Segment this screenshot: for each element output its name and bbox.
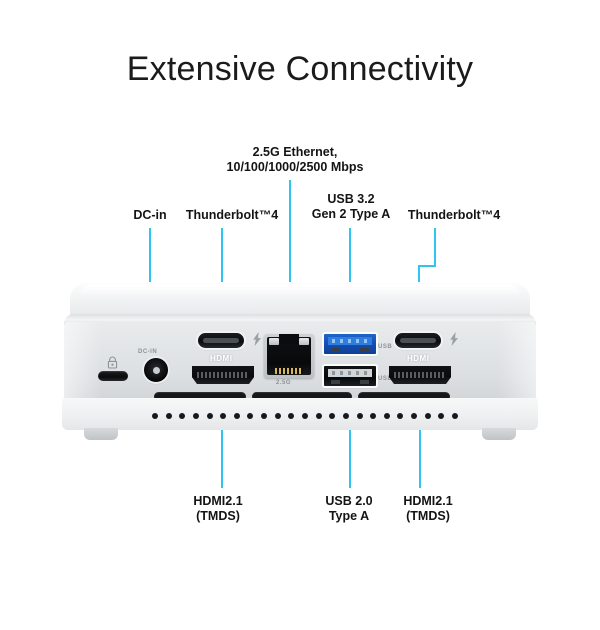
usb-a-notch-right [360,380,369,384]
vent-dot [438,413,445,419]
kensington-lock-icon [107,356,118,369]
callout-line: 10/100/1000/2500 Mbps [226,160,364,174]
vent-dot [274,413,281,419]
vent-dot [152,413,158,419]
vent-dot [342,413,349,419]
rj45-gold-pins [275,368,303,374]
callout-label-usb32-gen2-a: USB 3.2 Gen 2 Type A [308,192,394,222]
leader-line-hdmi-left [221,384,223,488]
callout-label-thunderbolt-right: Thunderbolt™4 [400,208,508,223]
leader-line-thunderbolt-right-upper [434,228,436,267]
device-base [62,398,538,430]
vent-dot [220,413,227,419]
hdmi-2-1-left-port [192,366,254,384]
leader-line-ethernet [289,180,291,340]
callout-line: Gen 2 Type A [311,207,391,221]
device-foot-right [482,428,516,440]
page-title: Extensive Connectivity [126,50,474,88]
device-top-lid [70,282,530,318]
callout-label-usb20-a: USB 2.0 Type A [310,494,388,524]
usb-a-notch-left [331,348,340,352]
usb-a-tongue [328,337,372,345]
usb-2-0-type-a-port [324,366,376,386]
usb-a-notch-right [360,348,369,352]
usb-a-tongue [328,369,372,377]
usb-a-notch-left [331,380,340,384]
callout-line: 2.5G Ethernet, [252,145,338,159]
hdmi-2-1-right-port [389,366,451,384]
vent-dot [192,413,199,419]
device-foot-left [84,428,118,440]
callout-label-thunderbolt-left: Thunderbolt™4 [178,208,286,223]
vent-dot [247,413,254,419]
rj45-latch-tab [279,334,299,344]
vent-dot [370,413,377,419]
vent-dot [233,413,240,419]
vent-dot [356,413,363,419]
silkscreen-dc-in: DC-IN [138,349,158,355]
callout-line: Thunderbolt™4 [407,208,501,222]
silkscreen-hdmi-right: HDMI [407,354,430,363]
vent-dot [261,413,268,419]
callout-line: (TMDS) [406,509,450,523]
vent-dot [206,413,213,419]
callout-line: USB 3.2 [327,192,375,206]
rj45-led-left [269,338,279,345]
callout-line: HDMI2.1 [193,494,243,508]
callout-label-ethernet: 2.5G Ethernet, 10/100/1000/2500 Mbps [205,145,385,175]
vent-slot [154,392,246,401]
callout-line: HDMI2.1 [403,494,453,508]
dc-in-jack-port [144,358,168,382]
vent-dot [302,413,308,419]
vent-dot [315,413,322,419]
vent-slot [252,392,352,401]
ethernet-2-5g-port [264,334,314,378]
vent-dot [329,413,336,419]
kensington-lock-slot [98,371,128,381]
mini-pc-device: DC-IN HDMI 2.5G USB [62,282,538,446]
thunderbolt-bolt-icon [449,332,459,346]
vent-dot [179,413,186,419]
silkscreen-usb-top: USB [378,344,393,350]
thunderbolt-bolt-icon [252,332,262,346]
usb-3-2-gen2-type-a-port [324,334,376,354]
rj45-led-right [299,338,309,345]
thunderbolt-4-left-port [198,333,244,348]
callout-label-hdmi-right: HDMI2.1 (TMDS) [388,494,468,524]
vent-dot [288,413,295,419]
silkscreen-ethernet: 2.5G [276,380,292,386]
vent-dot [165,413,172,419]
silkscreen-hdmi-left: HDMI [210,354,233,363]
vent-dot [411,413,418,419]
vent-slot [358,392,450,401]
vent-dot [452,413,458,419]
silkscreen-usb-bottom: USB [378,376,393,382]
callout-label-hdmi-left: HDMI2.1 (TMDS) [178,494,258,524]
callout-line: (TMDS) [196,509,240,523]
thunderbolt-4-right-port [395,333,441,348]
leader-line-thunderbolt-right-jog [418,265,436,267]
leader-line-usb20-a [349,384,351,488]
vent-dot [383,413,390,419]
vent-dot [397,413,404,419]
callout-line: Thunderbolt™4 [185,208,279,222]
vent-dot [424,413,431,419]
callout-line: Type A [328,509,370,523]
callout-line: USB 2.0 [325,494,373,508]
callout-label-dc-in: DC-in [110,208,190,223]
leader-line-hdmi-right [419,384,421,488]
callout-line: DC-in [133,208,167,222]
